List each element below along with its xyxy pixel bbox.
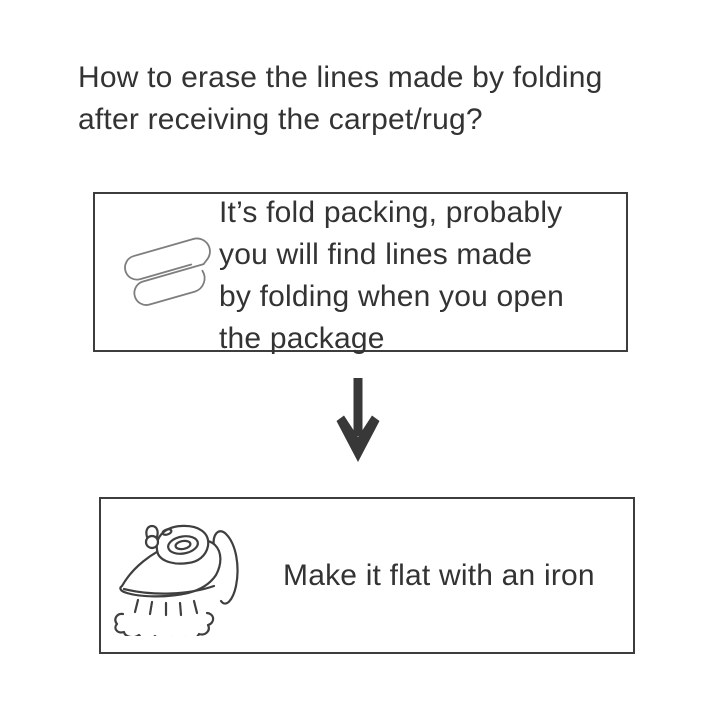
- step1-text-line-3: by folding when you open: [219, 280, 565, 313]
- step-box-fold-packing: It’s fold packing, probably you will fin…: [93, 192, 628, 355]
- step1-text-line-2: you will find lines made: [219, 238, 533, 271]
- iron-icon: [114, 524, 239, 636]
- folded-carpet-icon: [124, 237, 211, 306]
- down-arrow-icon: [336, 378, 380, 462]
- step1-text-line-1: It’s fold packing, probably: [219, 196, 563, 229]
- step-box-iron-flat: Make it flat with an iron: [99, 497, 635, 654]
- step1-text-line-4: the package: [219, 322, 385, 355]
- page-title-line-2: after receiving the carpet/rug?: [78, 103, 483, 136]
- step2-label: Make it flat with an iron: [283, 558, 595, 592]
- step1-text: It’s fold packing, probably you will fin…: [219, 192, 564, 360]
- page-title-line-1: How to erase the lines made by folding: [78, 61, 603, 94]
- page-title: How to erase the lines made by folding a…: [78, 57, 678, 141]
